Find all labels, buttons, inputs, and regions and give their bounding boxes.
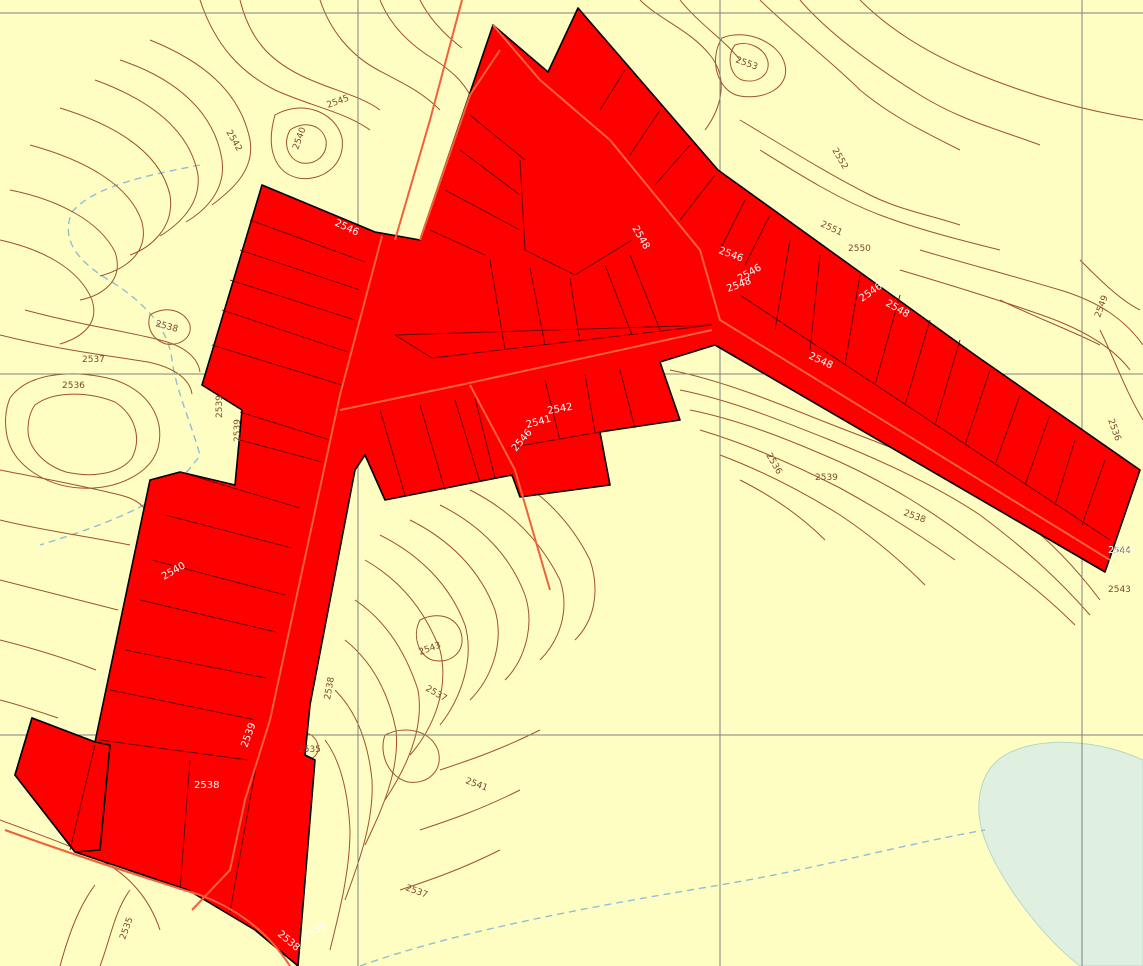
contour-label: 2539 [215,395,225,418]
parcel-label: 2542 [547,402,574,417]
contour-label: 2536 [62,381,85,391]
contour-label: 2539 [233,419,243,442]
contour-label: 2537 [82,355,105,365]
contour-label: 2538 [323,676,337,701]
contour-label: 2544 [1108,546,1131,556]
parcel-central-block [14,7,1141,966]
parcel-labels: 2546 2548 2546 2548 2546 2548 2548 2546 … [160,218,1133,954]
contour-label: 2535 [298,745,321,755]
contour-label: 2543 [1108,585,1131,595]
contour-label: 2550 [848,244,871,254]
parcel-bottom-left [14,717,111,853]
parcel-label: 2544 [1108,545,1133,556]
water-body [978,741,1143,966]
parcel-label: 2538 [194,780,219,791]
contour-label: 2539 [815,473,838,483]
parcels [14,7,1141,966]
lot-lines [4,0,1111,966]
